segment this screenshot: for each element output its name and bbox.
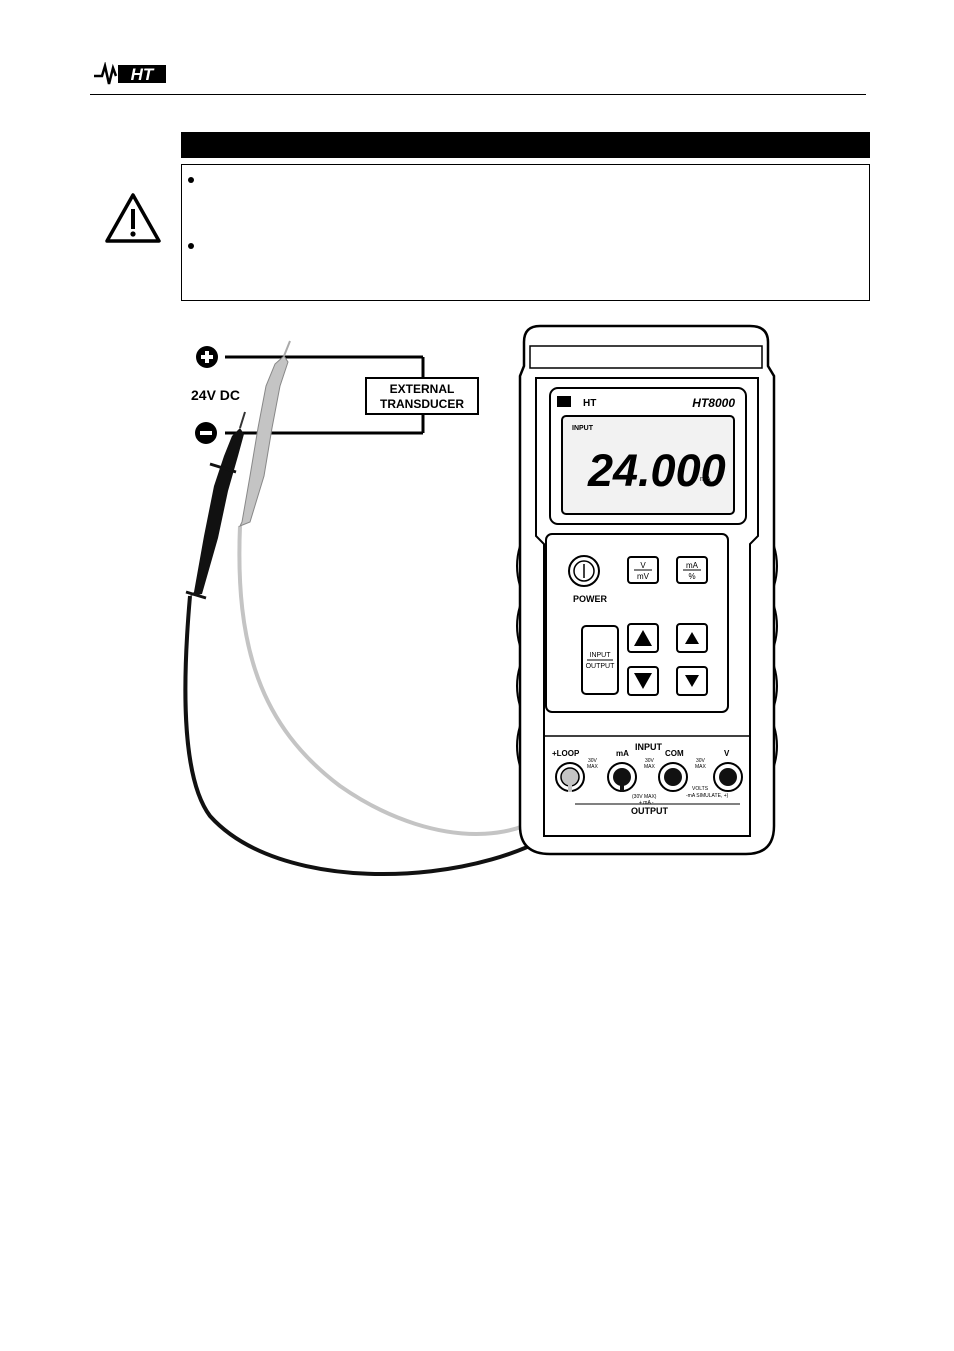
minus-terminal-icon	[195, 422, 217, 444]
warning-triangle-icon	[105, 193, 161, 243]
terminal-ma-label: mA	[616, 749, 629, 758]
max-label-2b: MAX	[644, 764, 656, 770]
connection-diagram: 24V DC EXTERNAL TRANSDUCER HT HT8000 IN	[183, 324, 778, 876]
lcd-value: 24.000	[587, 445, 726, 496]
transducer-label-2: TRANSDUCER	[380, 397, 464, 411]
terminal-output-label: OUTPUT	[631, 806, 669, 816]
com-jack[interactable]	[658, 762, 688, 792]
down-arrow-icon	[634, 673, 652, 689]
up-arrow-button-left[interactable]	[627, 623, 659, 653]
lcd-unit: mA	[700, 476, 711, 483]
ma-percent-button[interactable]: mA %	[676, 556, 708, 584]
ma-percent-bottom: %	[688, 572, 695, 581]
bullet-icon	[188, 243, 194, 249]
up-arrow-icon	[634, 630, 652, 646]
max-label-1b: MAX	[587, 764, 599, 770]
max-label-1a: 30V	[588, 758, 598, 764]
external-transducer-box	[365, 377, 479, 415]
v-mv-button[interactable]: V mV	[627, 556, 659, 584]
supply-label: 24V DC	[191, 387, 240, 403]
up-arrow-icon	[685, 632, 699, 644]
down-arrow-button-left[interactable]	[627, 666, 659, 696]
ht-logo: HT	[94, 62, 166, 85]
note-30v-max: (30V MAX)	[632, 794, 657, 800]
note-ma-simulate: -mA SIMULATE, +)	[686, 793, 729, 799]
io-top: INPUT	[590, 652, 612, 659]
meter-brand: HT	[583, 398, 596, 409]
io-bottom: OUTPUT	[586, 663, 616, 670]
power-button[interactable]	[568, 555, 600, 587]
lcd-mode: INPUT	[572, 425, 594, 432]
down-arrow-icon	[685, 675, 699, 687]
v-mv-top: V	[640, 561, 646, 570]
warning-title-bar	[181, 132, 870, 158]
max-label-2a: 30V	[645, 758, 655, 764]
terminal-input-label: INPUT	[635, 742, 663, 752]
up-arrow-button-right[interactable]	[676, 623, 708, 653]
terminal-v-label: V	[724, 749, 730, 758]
input-output-button[interactable]: INPUT OUTPUT	[581, 625, 619, 695]
note-volts: VOLTS	[692, 786, 709, 792]
down-arrow-button-right[interactable]	[676, 666, 708, 696]
ht8000-calibrator: HT HT8000 INPUT 24.000 mA POWER V mV mA …	[516, 324, 778, 856]
lcd-screen	[561, 415, 735, 515]
plus-terminal-icon	[196, 346, 218, 368]
v-mv-bottom: mV	[637, 572, 650, 581]
terminal-com-label: COM	[665, 749, 684, 758]
max-label-3b: MAX	[695, 764, 707, 770]
bullet-icon	[188, 177, 194, 183]
brand-mark-icon	[557, 396, 571, 407]
power-label: POWER	[573, 594, 608, 604]
header-rule	[90, 94, 866, 95]
transducer-label-1: EXTERNAL	[390, 382, 455, 396]
note-ma-polarity: + mA -	[639, 800, 654, 806]
v-jack[interactable]	[713, 762, 743, 792]
ma-percent-top: mA	[686, 561, 699, 570]
logo-text: HT	[131, 65, 155, 84]
terminal-loop-label: +LOOP	[552, 749, 580, 758]
supply-circuit: 24V DC EXTERNAL TRANSDUCER	[191, 346, 479, 444]
warning-box	[181, 164, 870, 301]
max-label-3a: 30V	[696, 758, 706, 764]
meter-model: HT8000	[692, 396, 735, 410]
